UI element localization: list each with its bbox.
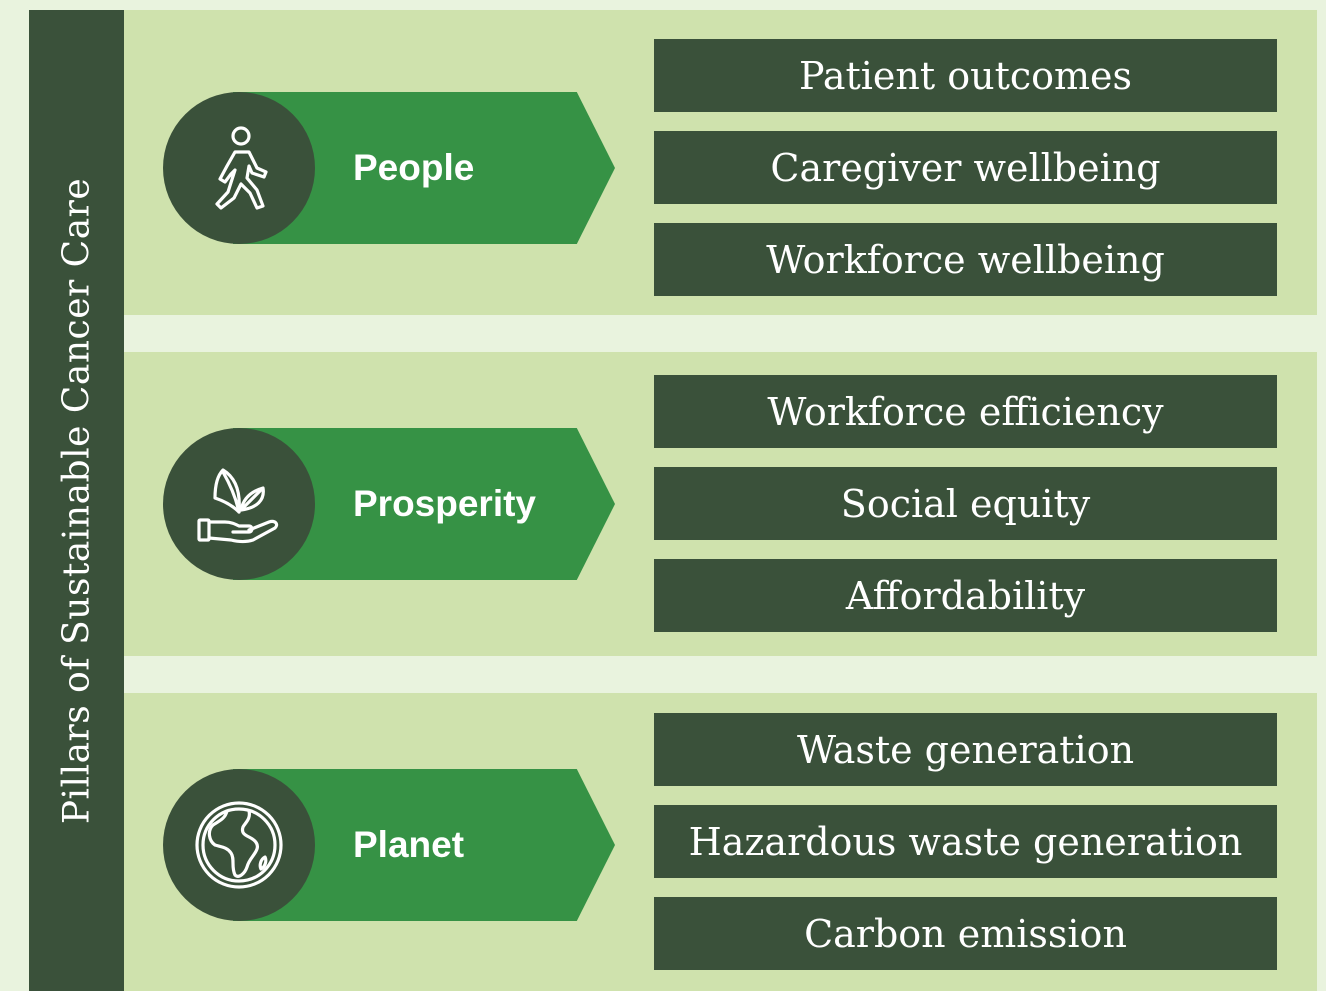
pillar-prosperity: Prosperity <box>163 428 615 580</box>
pillar-item: Affordability <box>654 559 1277 632</box>
pillar-item: Social equity <box>654 467 1277 540</box>
pillar-item: Workforce efficiency <box>654 375 1277 448</box>
walking-person-icon <box>215 126 268 210</box>
pillar-label: Planet <box>353 824 465 865</box>
pillar-icon-circle <box>163 769 315 921</box>
pillar-label: Prosperity <box>353 483 537 524</box>
pillar-item: Patient outcomes <box>654 39 1277 112</box>
pillar-item: Workforce wellbeing <box>654 223 1277 296</box>
pillar-icon-circle <box>163 92 315 244</box>
pillar-label: People <box>353 147 475 188</box>
pillar-item: Carbon emission <box>654 897 1277 970</box>
diagram-title: Pillars of Sustainable Cancer Care <box>56 177 97 824</box>
pillar-planet: Planet <box>163 769 615 921</box>
side-title-bar: Pillars of Sustainable Cancer Care <box>29 10 124 991</box>
globe-icon <box>195 801 283 889</box>
pillar-icon-circle <box>163 428 315 580</box>
hand-with-sprout-icon <box>197 468 279 544</box>
pillar-item: Waste generation <box>654 713 1277 786</box>
pillar-item: Hazardous waste generation <box>654 805 1277 878</box>
pillar-item: Caregiver wellbeing <box>654 131 1277 204</box>
pillar-people: People <box>163 92 615 244</box>
